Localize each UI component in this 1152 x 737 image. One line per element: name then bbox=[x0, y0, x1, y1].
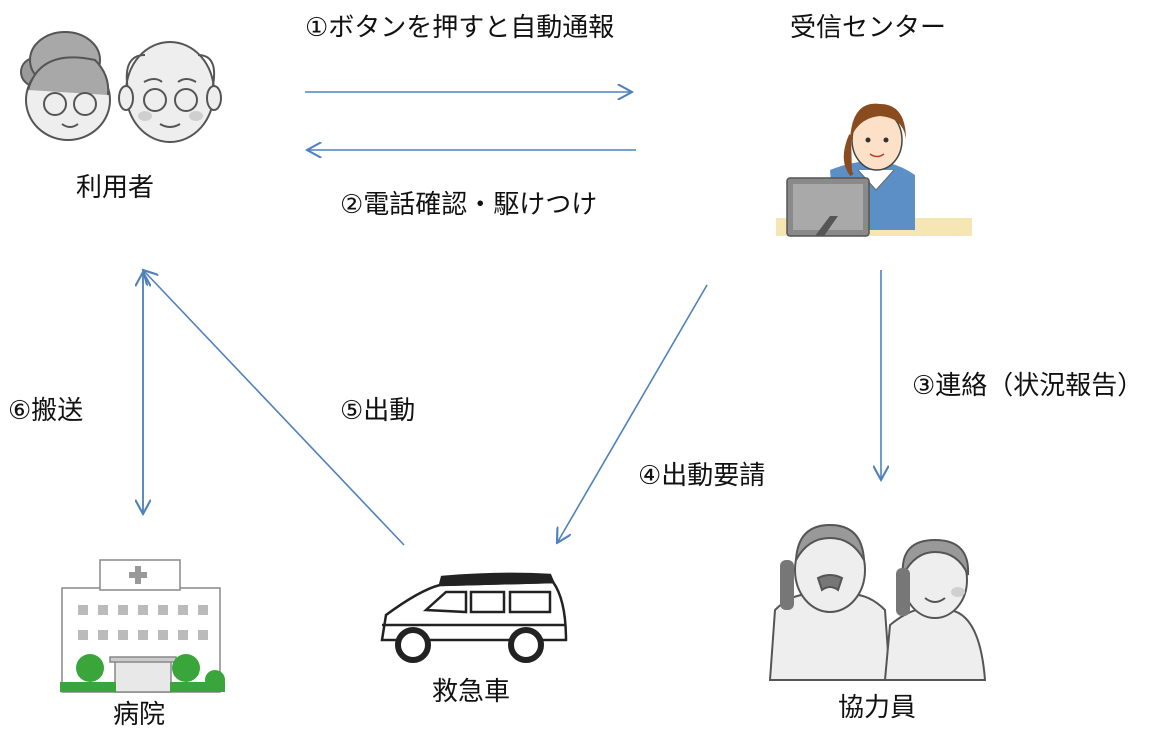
node-label-user: 利用者 bbox=[76, 173, 155, 203]
step-label-6: ⑥搬送 bbox=[8, 396, 84, 426]
node-label-helper: 協力員 bbox=[838, 693, 917, 723]
node-label-hospital: 病院 bbox=[113, 700, 166, 730]
step-label-5: ⑤出動 bbox=[340, 396, 416, 426]
step-label-4: ④出動要請 bbox=[638, 461, 766, 491]
step-label-1: ①ボタンを押すと自動通報 bbox=[305, 13, 615, 43]
step-label-2: ②電話確認・駆けつけ bbox=[340, 190, 598, 220]
arrow-step5 bbox=[143, 270, 405, 546]
step-label-3: ③連絡（状況報告） bbox=[912, 371, 1144, 401]
node-label-ambulance: 救急車 bbox=[432, 677, 511, 707]
arrow-step4 bbox=[557, 284, 708, 543]
node-label-center: 受信センター bbox=[790, 13, 947, 43]
